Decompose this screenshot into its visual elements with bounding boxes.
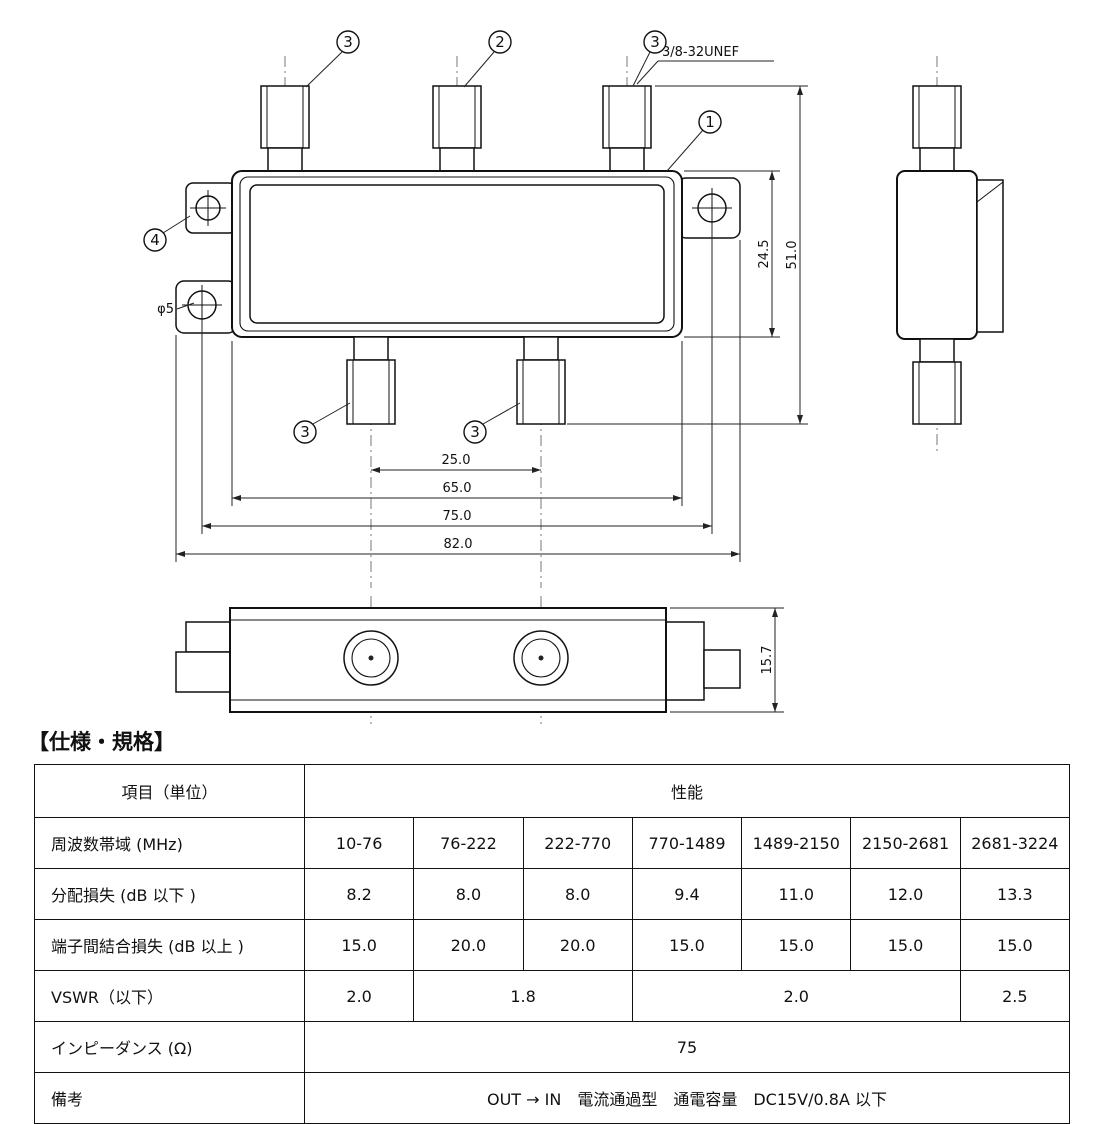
row-vswr: VSWR（以下） 2.0 1.8 2.0 2.5 — [34, 970, 1071, 1022]
dim-body-width: 65.0 — [443, 481, 472, 496]
row-distribution-loss-label: 分配損失 (dB 以下 ) — [34, 868, 305, 920]
row-vswr-label: VSWR（以下） — [34, 970, 305, 1022]
svg-text:3: 3 — [300, 423, 310, 441]
vswr-cell: 2.0 — [631, 970, 961, 1022]
svg-text:3: 3 — [650, 33, 660, 51]
coupling-loss-cell: 15.0 — [959, 919, 1071, 971]
dist-loss-cell: 8.0 — [522, 868, 633, 920]
row-impedance-label: インピーダンス (Ω) — [34, 1021, 305, 1073]
dim-overall-width: 82.0 — [444, 537, 473, 552]
vswr-cell: 1.8 — [413, 970, 633, 1022]
dim-pitch-out: 25.0 — [442, 453, 471, 468]
connector-top-3 — [602, 85, 652, 172]
row-frequency: 周波数帯域 (MHz) 10-76 76-222 222-770 770-148… — [34, 817, 1071, 869]
dimensions: 24.5 51.0 25.0 65.0 75.0 82.0 15.7 φ5 — [157, 85, 808, 713]
row-distribution-loss: 分配損失 (dB 以下 ) 8.2 8.0 8.0 9.4 11.0 12.0 … — [34, 868, 1071, 920]
bottom-tab-left-lower — [175, 651, 233, 693]
bottom-connector-1 — [343, 630, 399, 686]
dim-overall-height: 51.0 — [785, 241, 800, 270]
callout-3-bottom-left: 3 — [293, 402, 351, 444]
connector-bottom-2 — [516, 336, 566, 425]
row-coupling-loss: 端子間結合損失 (dB 以上 ) 15.0 20.0 20.0 15.0 15.… — [34, 919, 1071, 971]
row-frequency-label: 周波数帯域 (MHz) — [34, 817, 305, 869]
freq-band-cell: 222-770 — [522, 817, 633, 869]
dist-loss-cell: 11.0 — [741, 868, 852, 920]
side-view — [896, 85, 1004, 425]
svg-text:1: 1 — [705, 113, 715, 131]
side-ear-plate — [976, 179, 1004, 333]
dim-hole-pitch: 75.0 — [443, 509, 472, 524]
thread-spec: 3/8-32UNEF — [636, 45, 774, 85]
svg-text:3: 3 — [470, 423, 480, 441]
callout-3-top-right: 3 — [632, 30, 667, 87]
coupling-loss-cell: 20.0 — [413, 919, 524, 971]
impedance-cell: 75 — [304, 1021, 1070, 1073]
remarks-cell: OUT → IN 電流通過型 通電容量 DC15V/0.8A 以下 — [304, 1072, 1070, 1124]
svg-text:2: 2 — [495, 33, 505, 51]
thread-spec-label: 3/8-32UNEF — [662, 45, 739, 60]
freq-band-cell: 1489-2150 — [741, 817, 852, 869]
freq-band-cell: 2150-2681 — [850, 817, 961, 869]
header-item-cell: 項目（単位） — [34, 764, 305, 818]
bottom-connector-2 — [513, 630, 569, 686]
connector-top-1 — [260, 85, 310, 172]
bottom-view — [175, 607, 741, 713]
dist-loss-cell: 8.0 — [413, 868, 524, 920]
coupling-loss-cell: 15.0 — [850, 919, 961, 971]
connector-bottom-1 — [346, 336, 396, 425]
callout-1-body: 1 — [666, 110, 722, 172]
bottom-tab-right-outer — [703, 649, 741, 689]
coupling-loss-cell: 15.0 — [741, 919, 852, 971]
bottom-body — [229, 607, 667, 713]
callout-3-top-left: 3 — [305, 30, 360, 88]
coupling-loss-cell: 20.0 — [522, 919, 633, 971]
freq-band-cell: 76-222 — [413, 817, 524, 869]
spec-table: 項目（単位） 性能 周波数帯域 (MHz) 10-76 76-222 222-7… — [34, 764, 1071, 1124]
dist-loss-cell: 8.2 — [303, 868, 415, 920]
freq-band-cell: 2681-3224 — [959, 817, 1071, 869]
connector-top-2 — [432, 85, 482, 172]
bottom-tab-left-upper — [185, 621, 233, 653]
coupling-loss-cell: 15.0 — [303, 919, 415, 971]
spec-section-title: 【仕様・規格】 — [28, 730, 175, 754]
dist-loss-cell: 13.3 — [959, 868, 1071, 920]
row-remarks-label: 備考 — [34, 1072, 305, 1124]
side-body — [896, 170, 978, 340]
dist-loss-cell: 9.4 — [631, 868, 743, 920]
body-face — [249, 184, 665, 324]
header-performance-cell: 性能 — [304, 764, 1070, 818]
dim-body-height: 24.5 — [757, 240, 772, 269]
dist-loss-cell: 12.0 — [850, 868, 961, 920]
svg-text:4: 4 — [150, 231, 160, 249]
svg-text:3: 3 — [343, 33, 353, 51]
vswr-cell: 2.0 — [303, 970, 415, 1022]
coupling-loss-cell: 15.0 — [631, 919, 743, 971]
row-impedance: インピーダンス (Ω) 75 — [34, 1021, 1070, 1073]
freq-band-cell: 10-76 — [303, 817, 415, 869]
dim-depth: 15.7 — [760, 646, 775, 675]
row-remarks: 備考 OUT → IN 電流通過型 通電容量 DC15V/0.8A 以下 — [34, 1072, 1070, 1124]
table-header-row: 項目（単位） 性能 — [34, 764, 1070, 818]
front-view — [175, 85, 741, 425]
callout-3-bottom-right: 3 — [463, 402, 521, 444]
technical-drawing: 24.5 51.0 25.0 65.0 75.0 82.0 15.7 φ5 3/… — [143, 30, 1004, 724]
bottom-tab-right-inner — [665, 621, 705, 701]
dim-hole-dia: φ5 — [157, 302, 174, 317]
vswr-cell: 2.5 — [959, 970, 1071, 1022]
freq-band-cell: 770-1489 — [631, 817, 743, 869]
callout-4-ear: 4 — [143, 215, 191, 252]
row-coupling-loss-label: 端子間結合損失 (dB 以上 ) — [34, 919, 305, 971]
callout-2-top: 2 — [463, 30, 512, 88]
